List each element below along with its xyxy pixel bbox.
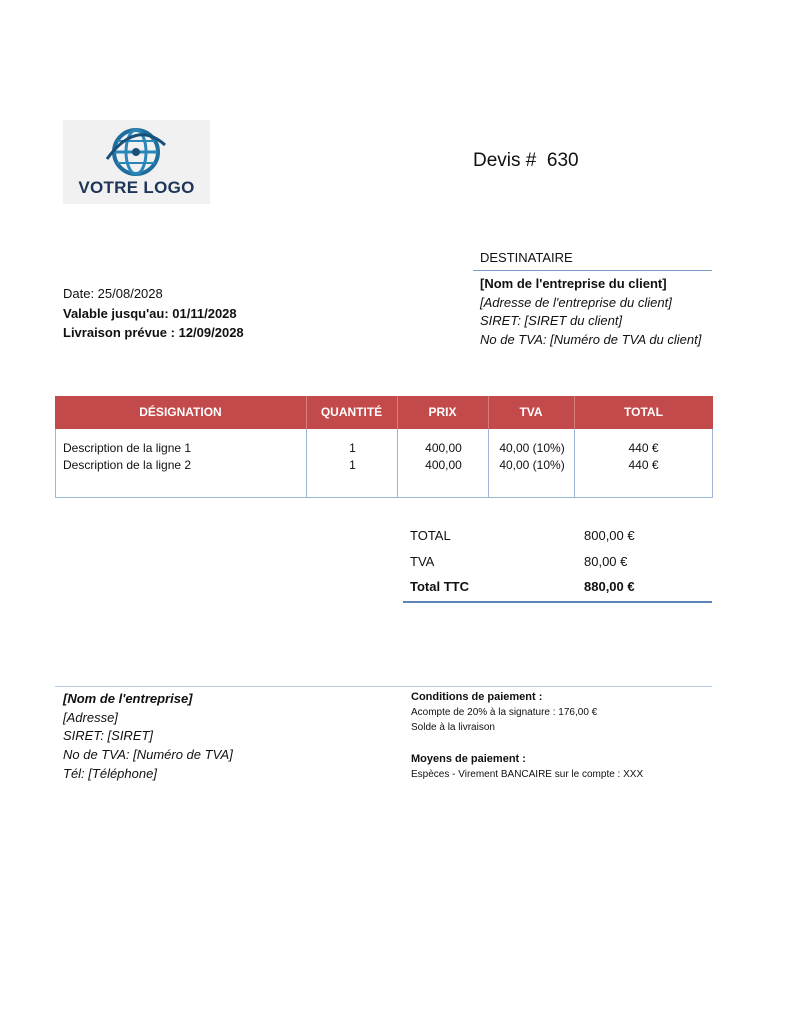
recipient-heading: DESTINATAIRE bbox=[480, 250, 573, 265]
quote-number: 630 bbox=[546, 150, 579, 171]
totals-row-total: TOTAL 800,00 € bbox=[403, 528, 712, 548]
footer-divider bbox=[55, 686, 712, 687]
recipient-company: [Nom de l'entreprise du client] bbox=[480, 276, 667, 291]
col-header-price: PRIX bbox=[428, 405, 457, 419]
payment-means-line: Espèces - Virement BANCAIRE sur le compt… bbox=[411, 769, 644, 780]
col-header-total: TOTAL bbox=[624, 405, 663, 419]
items-table: DÉSIGNATION QUANTITÉ PRIX TVA TOTAL Desc… bbox=[55, 396, 713, 498]
table-cell-vat: 40,00 (10%) bbox=[499, 441, 565, 455]
company-vat: No de TVA: [Numéro de TVA] bbox=[63, 747, 233, 763]
quote-dates: Date: 25/08/2028 Valable jusqu'au: 01/11… bbox=[63, 284, 244, 343]
payment-conditions-heading: Conditions de paiement : bbox=[411, 691, 543, 703]
recipient-address: [Adresse de l'entreprise du client] bbox=[480, 294, 672, 310]
table-cell-designation: Description de la ligne 2 bbox=[63, 458, 192, 472]
table-header: DÉSIGNATION QUANTITÉ PRIX TVA TOTAL bbox=[55, 396, 713, 429]
column-divider bbox=[397, 429, 398, 498]
header-divider bbox=[488, 396, 489, 429]
company-siret: SIRET: [SIRET] bbox=[63, 728, 154, 744]
table-cell-quantity: 1 bbox=[349, 458, 356, 472]
valid-until: Valable jusqu'au: 01/11/2028 bbox=[63, 305, 237, 321]
totals-row-ttc: Total TTC 880,00 € bbox=[403, 579, 712, 599]
column-divider bbox=[574, 429, 575, 498]
totals-label: TOTAL bbox=[410, 528, 451, 543]
col-header-quantity: QUANTITÉ bbox=[320, 405, 383, 419]
payment-means-heading: Moyens de paiement : bbox=[411, 753, 526, 765]
recipient-divider bbox=[473, 270, 712, 271]
recipient-siret: SIRET: [SIRET du client] bbox=[480, 313, 623, 329]
header-divider bbox=[574, 396, 575, 429]
logo-text: VOTRE LOGO bbox=[78, 178, 195, 197]
table-cell-price: 400,00 bbox=[425, 458, 462, 472]
globe-icon bbox=[105, 128, 167, 176]
totals-value: 880,00 € bbox=[584, 579, 635, 594]
company-logo: VOTRE LOGO bbox=[63, 120, 210, 204]
company-phone: Tél: [Téléphone] bbox=[63, 765, 157, 781]
column-divider bbox=[488, 429, 489, 498]
totals-label: Total TTC bbox=[410, 579, 469, 594]
header-divider bbox=[306, 396, 307, 429]
payment-means: Moyens de paiement : Espèces - Virement … bbox=[411, 752, 643, 782]
table-cell-quantity: 1 bbox=[349, 441, 356, 455]
delivery-date: Livraison prévue : 12/09/2028 bbox=[63, 325, 244, 340]
recipient-block: [Nom de l'entreprise du client] [Adresse… bbox=[480, 275, 701, 350]
company-name: [Nom de l'entreprise] bbox=[63, 691, 193, 706]
table-cell-price: 400,00 bbox=[425, 441, 462, 455]
totals-value: 80,00 € bbox=[584, 554, 628, 569]
payment-conditions: Conditions de paiement : Acompte de 20% … bbox=[411, 690, 597, 735]
totals-value: 800,00 € bbox=[584, 528, 635, 543]
payment-condition-line: Acompte de 20% à la signature : 176,00 € bbox=[411, 707, 598, 718]
col-header-designation: DÉSIGNATION bbox=[139, 405, 222, 419]
totals-row-vat: TVA 80,00 € bbox=[403, 554, 712, 574]
table-cell-vat: 40,00 (10%) bbox=[499, 458, 565, 472]
table-cell-total: 440 € bbox=[628, 441, 659, 455]
table-cell-total: 440 € bbox=[628, 458, 659, 472]
col-header-vat: TVA bbox=[519, 405, 543, 419]
header-divider bbox=[397, 396, 398, 429]
company-info: [Nom de l'entreprise] [Adresse] SIRET: [… bbox=[63, 690, 233, 784]
payment-condition-line: Solde à la livraison bbox=[411, 722, 495, 733]
column-divider bbox=[306, 429, 307, 498]
totals-label: TVA bbox=[410, 554, 435, 569]
recipient-vat: No de TVA: [Numéro de TVA du client] bbox=[480, 332, 702, 348]
quote-date: Date: 25/08/2028 bbox=[63, 286, 163, 301]
company-address: [Adresse] bbox=[63, 709, 118, 725]
quote-title: Devis # 630 bbox=[473, 150, 579, 172]
table-cell-designation: Description de la ligne 1 bbox=[63, 441, 192, 455]
totals-divider bbox=[403, 601, 712, 603]
quote-title-label: Devis # bbox=[473, 150, 537, 171]
table-body: Description de la ligne 1 1 400,00 40,00… bbox=[55, 429, 713, 498]
